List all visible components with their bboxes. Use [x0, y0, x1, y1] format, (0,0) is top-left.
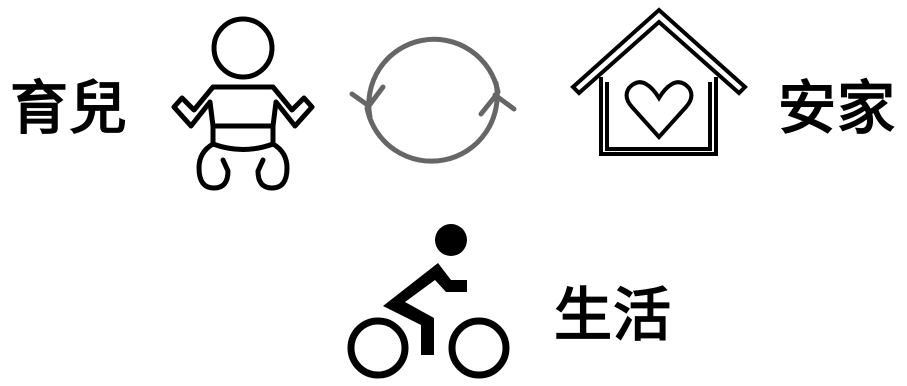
cyclist-icon: [347, 224, 510, 379]
label-parenting: 育兒: [10, 74, 129, 142]
house-heart-icon: [570, 7, 748, 156]
label-home: 安家: [778, 74, 897, 142]
cycle-arrows-icon: [349, 36, 517, 164]
baby-icon: [171, 16, 315, 191]
label-life: 生活: [554, 281, 673, 349]
